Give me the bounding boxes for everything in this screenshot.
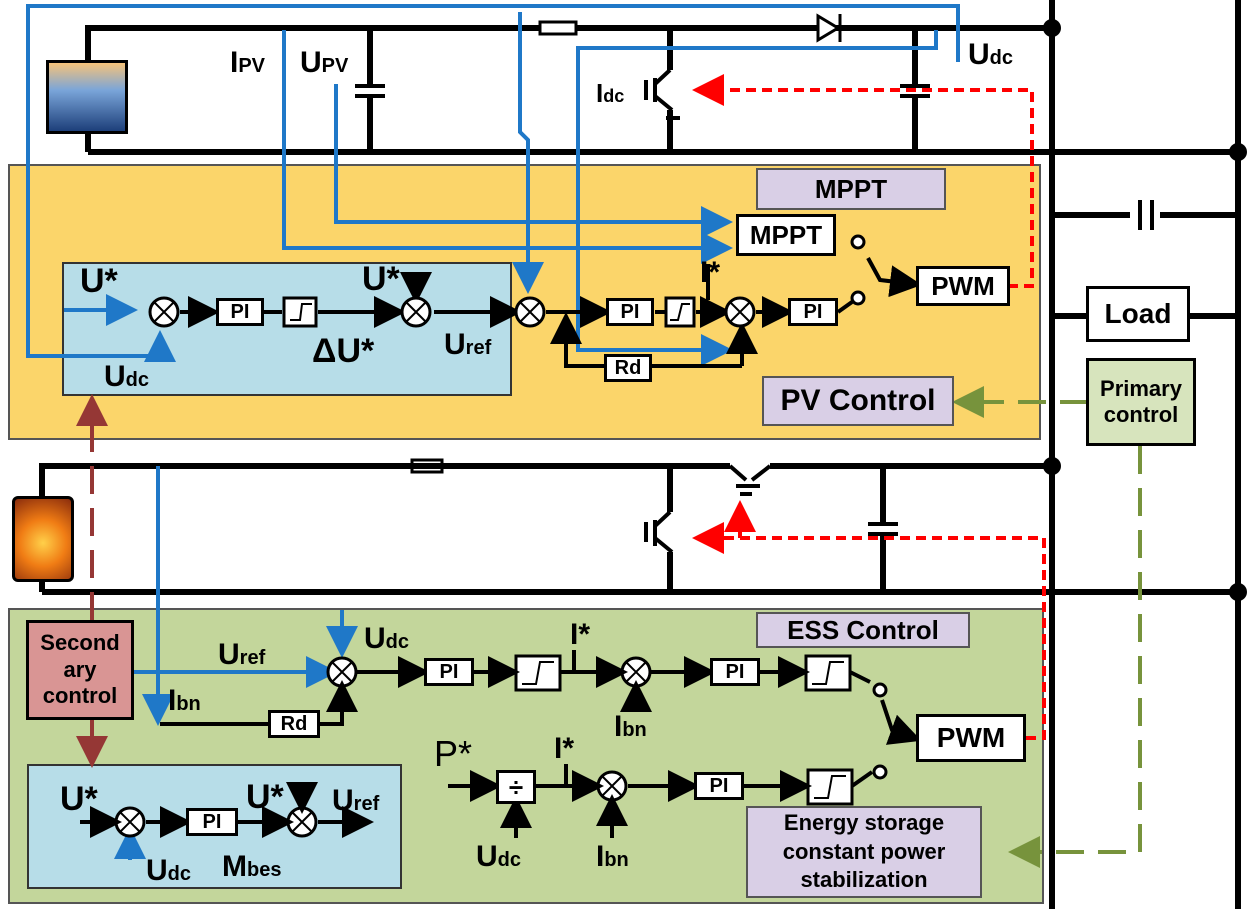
- idc-label: Idc: [596, 78, 625, 108]
- pv-rd-block[interactable]: Rd: [604, 354, 652, 382]
- pv-pi-3[interactable]: PI: [788, 298, 838, 326]
- p-star-label: P*: [434, 733, 473, 774]
- pv-pwm-block[interactable]: PWM: [916, 266, 1010, 306]
- dc-bus: [1049, 0, 1241, 909]
- pv-sensing-lines: [26, 4, 960, 366]
- pv-voltage-loop-box: [62, 262, 512, 396]
- battery-icon: [12, 496, 74, 582]
- ess-pi-3[interactable]: PI: [694, 772, 744, 800]
- ess-udc-label: Udc: [364, 622, 410, 655]
- ess-pi-1[interactable]: PI: [424, 658, 474, 686]
- ess-ibn-label: Ibn: [168, 684, 201, 717]
- ess-constant-power-block: Energy storage constant power stabilizat…: [746, 806, 982, 898]
- pv-i-star: I*: [700, 256, 721, 289]
- mbes-uref-label: Uref: [332, 784, 380, 817]
- pwm-dashed-lines: [692, 74, 1046, 740]
- ess-ibn-feedback: Ibn: [614, 710, 647, 743]
- pv-fuse: [538, 20, 578, 36]
- load-block[interactable]: Load: [1086, 286, 1190, 342]
- mbes-u-star: U*: [60, 780, 98, 818]
- mbes-u-star-2: U*: [246, 778, 284, 816]
- pv-uref-label: Uref: [444, 328, 492, 361]
- mbes-udc-label: Udc: [146, 854, 192, 887]
- ipv-label: IPV: [230, 46, 266, 79]
- pv-panel-icon: [46, 60, 128, 134]
- ess-ibn-3: Ibn: [596, 840, 629, 873]
- ess-i-star: I*: [570, 618, 591, 651]
- udc-bus-label: Udc: [968, 38, 1014, 71]
- pv-signal-lines: [180, 257, 922, 368]
- pv-pi-1[interactable]: PI: [216, 298, 264, 326]
- pv-pi-2[interactable]: PI: [606, 298, 654, 326]
- bus-nodes: [1043, 19, 1247, 601]
- mppt-title: MPPT: [756, 168, 946, 210]
- ess-control-label: ESS Control: [756, 612, 970, 648]
- pv-switch-contacts: [850, 234, 866, 306]
- mppt-block[interactable]: MPPT: [736, 214, 836, 256]
- ess-converter-wires: [39, 463, 1238, 595]
- pv-u-star-2: U*: [362, 260, 400, 298]
- pv-converter-wires: [85, 25, 1238, 319]
- ess-pwm-block[interactable]: PWM: [916, 714, 1026, 762]
- upv-label: UPV: [300, 46, 349, 79]
- ess-signal-lines: [80, 650, 922, 838]
- ess-sensing-lines: [64, 294, 358, 860]
- ess-igbt: [644, 510, 674, 554]
- primary-control-block[interactable]: Primary control: [1086, 358, 1196, 446]
- ess-i-star-2: I*: [554, 732, 575, 765]
- pv-igbt: [644, 68, 680, 120]
- divide-udc-label: Udc: [476, 840, 522, 873]
- limiters: [282, 296, 854, 806]
- pv-control-label: PV Control: [762, 376, 954, 426]
- primary-control-dashes: [952, 386, 1142, 868]
- ess-rd-block[interactable]: Rd: [268, 710, 320, 738]
- divide-block[interactable]: ÷: [496, 770, 536, 804]
- ess-pi-2[interactable]: PI: [710, 658, 760, 686]
- secondary-control-block[interactable]: Second ary control: [26, 620, 134, 720]
- delta-u-label: ΔU*: [312, 332, 375, 370]
- diode: [816, 13, 842, 43]
- pv-u-star: U*: [80, 262, 118, 300]
- mbes-pi[interactable]: PI: [186, 808, 238, 836]
- ess-uref-label: Uref: [218, 638, 266, 671]
- pv-udc-input: Udc: [104, 360, 150, 393]
- mbes-label: Mbes: [222, 850, 282, 883]
- ess-upper-igbt: [728, 464, 772, 496]
